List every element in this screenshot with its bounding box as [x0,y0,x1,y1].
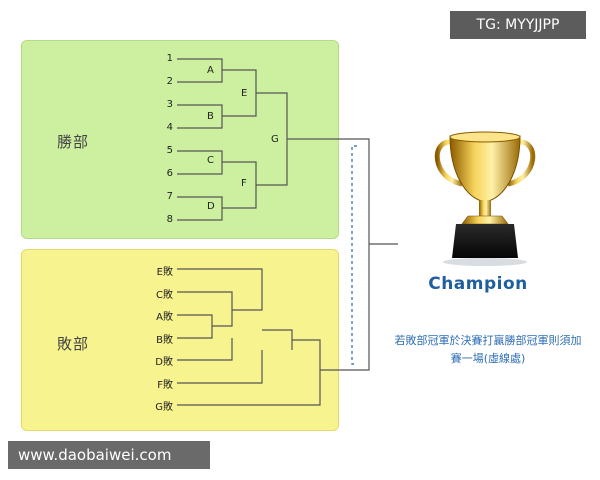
trophy-icon [434,131,536,266]
seed-1: 1 [166,53,173,64]
match-c-bracket [177,150,223,175]
match-f-label: F [241,178,247,189]
rule-note: 若敗部冠軍於決賽打贏勝部冠軍則須加賽一場(虛線處) [394,334,582,365]
site-watermark: www.daobaiwei.com [8,441,210,469]
match-e-label: E [241,88,248,99]
loser-slot-b: B敗 [156,335,173,346]
grand-final-bracket [357,138,370,371]
match-g-bracket [256,92,288,186]
corner-badge: TG: MYYJJPP [450,11,586,39]
match-e-bracket [222,69,257,117]
losers-r2a-bracket [177,291,233,327]
seed-4: 4 [166,122,173,133]
losers-r5-bracket [177,339,321,406]
match-d-label: D [207,201,215,212]
seed-5: 5 [166,145,173,156]
seed-3: 3 [166,99,173,110]
loser-slot-c: C敗 [156,290,173,301]
losers-r4-bracket [262,329,293,350]
match-d-bracket [177,196,223,221]
seed-7: 7 [166,191,173,202]
champion-label: Champion [428,274,528,294]
match-a-bracket [177,58,223,83]
losers-bracket-panel [21,249,339,431]
match-b-bracket [177,104,223,129]
loser-slot-e: E敗 [156,267,173,278]
seed-2: 2 [166,76,173,87]
match-f-bracket [222,161,257,209]
losers-bracket-title: 敗部 [57,335,90,353]
seed-8: 8 [166,214,173,225]
loser-slot-f: F敗 [157,380,173,391]
losers-r1-bracket [177,314,213,339]
winners-bracket-panel [21,40,339,239]
extra-match-dashed-bracket [351,145,357,365]
loser-slot-g: G敗 [155,402,173,413]
seed-6: 6 [166,168,173,179]
losers-r3a-bracket [177,268,263,311]
match-b-label: B [207,111,214,122]
match-g-label: G [271,134,279,145]
match-a-label: A [207,65,214,76]
losers-r2b-bracket [177,338,233,361]
match-c-label: C [207,155,214,166]
loser-slot-d: D敗 [155,357,173,368]
loser-slot-a: A敗 [156,312,173,323]
winners-bracket-title: 勝部 [57,133,90,151]
losers-r3b-bracket [177,350,263,384]
